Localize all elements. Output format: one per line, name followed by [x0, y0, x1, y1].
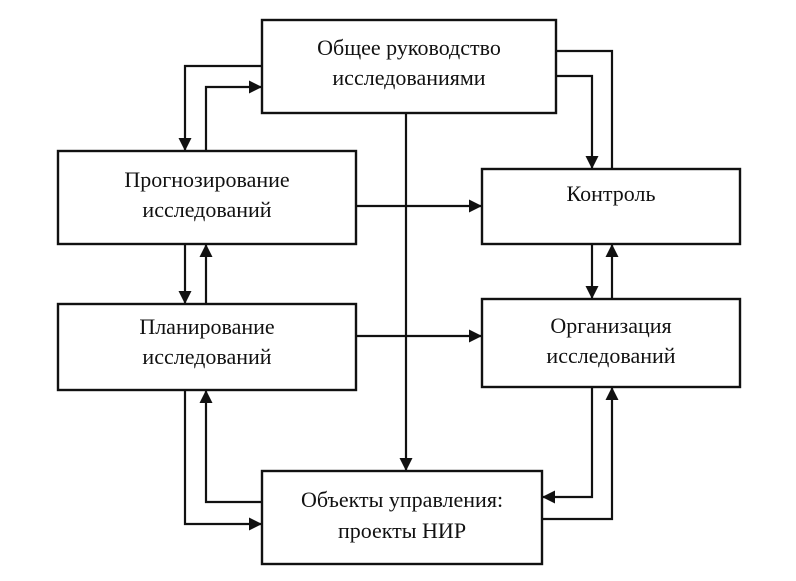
node-management: Общее руководство исследованиями — [260, 18, 558, 115]
node-planning: Планирование исследований — [56, 302, 358, 392]
arrow-objects-to-planning — [199, 390, 262, 504]
node-organization: Организация исследований — [480, 297, 742, 389]
node-organization-label-line2: исследований — [546, 343, 675, 368]
node-forecasting-box — [56, 149, 358, 246]
node-objects-box — [260, 469, 544, 566]
node-forecasting-label-line2: исследований — [142, 197, 271, 222]
node-objects-label-line1: Объекты управления: — [301, 487, 503, 512]
node-control: Контроль — [480, 167, 742, 246]
arrow-control-to-management — [543, 44, 614, 169]
node-control-label: Контроль — [567, 181, 656, 206]
node-forecasting-label-line1: Прогнозирование — [124, 167, 289, 192]
arrow-objects-to-organization — [542, 387, 619, 521]
arrow-planning-to-objects — [183, 390, 262, 531]
node-management-label-line1: Общее руководство — [317, 35, 501, 60]
node-planning-label-line1: Планирование — [139, 314, 274, 339]
arrow-forecasting-to-management — [204, 80, 262, 151]
node-objects: Объекты управления: проекты НИР — [260, 469, 544, 566]
node-organization-box — [480, 297, 742, 389]
arrow-management-to-forecasting — [178, 64, 262, 151]
arrow-management-to-control — [556, 74, 599, 169]
arrow-organization-to-objects — [542, 387, 594, 504]
node-planning-box — [56, 302, 358, 392]
node-control-box — [480, 167, 742, 246]
node-objects-label-line2: проекты НИР — [338, 518, 466, 543]
node-planning-label-line2: исследований — [142, 344, 271, 369]
node-management-label-line2: исследованиями — [332, 65, 485, 90]
node-management-box — [260, 18, 558, 115]
connectors — [178, 44, 619, 531]
node-forecasting: Прогнозирование исследований — [56, 149, 358, 246]
node-organization-label-line1: Организация — [550, 313, 671, 338]
